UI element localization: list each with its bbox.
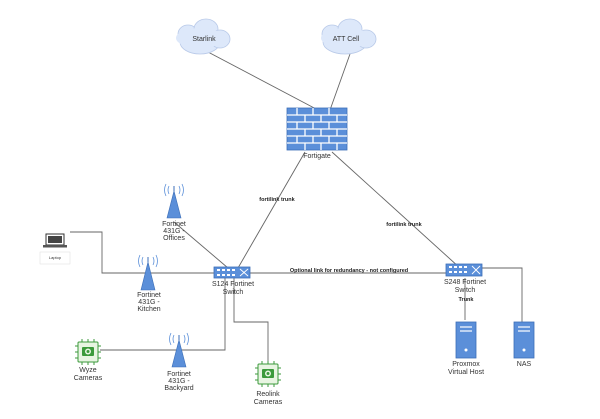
switch-s124[interactable]: S124 Fortinet Switch [212,266,254,296]
ap-kitchen[interactable]: Fortinet 431G - Kitchen [137,254,161,313]
switch-label-line2: Switch [223,289,244,296]
link-s124-reolink [233,278,269,362]
link-att-fortigate [329,53,351,111]
laptop-label: Laptop [49,255,62,260]
fortigate-firewall[interactable]: Fortigate [286,107,348,160]
server-label-line1: Proxmox [452,361,480,368]
camera-chip-icon [75,339,101,365]
camera-chip-icon [255,361,281,387]
camera-label-line1: Reolink [256,391,280,398]
link-fortigate-s248 [331,151,461,269]
ap-label-line1: Fortinet [162,221,186,228]
ap-backyard[interactable]: Fortinet 431G - Backyard [164,332,194,392]
ap-label-line2: 431G - [163,228,185,235]
link-label-trunk: Trunk [459,297,475,303]
ap-label-line1: Fortinet [137,292,161,299]
cloud-starlink[interactable]: Starlink [176,18,231,55]
firewall-brick-icon [286,107,348,151]
laptop-label-box [39,251,71,265]
switch-label-line1: S124 Fortinet [212,281,254,288]
device-reolink-cameras[interactable]: Reolink Cameras [254,361,283,406]
wireless-antenna-icon [138,254,158,291]
cloud-icon [176,18,231,55]
ap-label-line2: 431G - [138,299,160,306]
cloud-label-att: ATT Cell [333,36,360,43]
device-nas[interactable]: NAS [513,321,535,368]
laptop-icon [43,233,67,248]
link-label-fortilink-left: fortilink trunk [259,197,295,203]
ap-offices[interactable]: Fortinet 431G - Offices [162,183,186,242]
server-label-line2: Virtual Host [448,369,484,376]
ap-label-line3: Backyard [164,385,193,392]
link-laptop-s124 [70,231,218,274]
wireless-antenna-icon [169,332,189,368]
cloud-icon [321,18,377,55]
link-label-optional: Optional link for redundancy - not confi… [290,268,408,274]
server-tower-icon [513,321,535,359]
device-laptop[interactable]: Laptop [39,233,71,265]
wireless-antenna-icon [164,183,184,219]
ap-label-line1: Fortinet [167,371,191,378]
link-starlink-fortigate [207,51,319,111]
switch-label-line1: S248 Fortinet [444,279,486,286]
ap-label-line3: Kitchen [137,306,160,313]
server-tower-icon [455,321,477,359]
ap-label-line3: Offices [163,235,185,242]
camera-label-line2: Cameras [74,375,103,382]
link-fortigate-s124 [237,151,306,269]
device-proxmox[interactable]: Proxmox Virtual Host [448,321,484,376]
connection-lines [70,51,523,362]
link-s124-wyze [100,278,226,351]
switch-s248[interactable]: S248 Fortinet Switch [444,263,486,294]
switch-label-line2: Switch [455,287,476,294]
device-wyze-cameras[interactable]: Wyze Cameras [74,339,103,382]
link-s248-nas [482,267,523,322]
network-switch-icon [445,263,483,277]
link-label-fortilink-right: fortilink trunk [386,222,422,228]
firewall-label: Fortigate [303,153,331,160]
camera-label-line1: Wyze [79,367,97,374]
ap-label-line2: 431G - [168,378,190,385]
cloud-att[interactable]: ATT Cell [321,18,377,55]
server-label: NAS [517,361,532,368]
network-switch-icon [213,266,251,279]
link-offices-ap-s124 [173,221,229,269]
camera-label-line2: Cameras [254,399,283,406]
cloud-label-starlink: Starlink [192,36,216,43]
